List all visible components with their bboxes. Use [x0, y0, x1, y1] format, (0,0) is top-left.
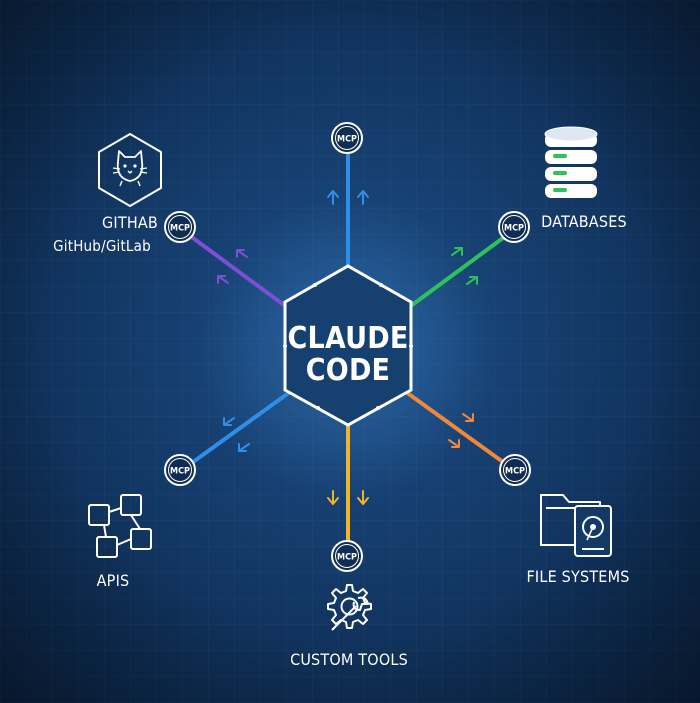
node-apis: APIS	[88, 494, 152, 590]
connector-file-systems	[404, 390, 505, 464]
connector-apis	[191, 390, 292, 464]
hub-hexagon	[283, 264, 413, 427]
mcp-badge-label: MCP	[504, 224, 524, 234]
mcp-badge-databases: MCP	[498, 211, 530, 243]
gear-wrench-icon	[327, 584, 372, 631]
arrow-up-left-icon	[217, 249, 248, 284]
mcp-badge-apis: MCP	[164, 454, 196, 486]
folder-drive-icon	[540, 494, 612, 557]
node-databases-label: DATABASES	[541, 212, 627, 231]
connector-databases	[406, 236, 505, 310]
claude-code-hub: CLAUDE CODE	[283, 264, 413, 427]
arrow-up-icon	[327, 190, 369, 205]
hub-tick-marks	[283, 283, 413, 410]
mcp-badge-label: MCP	[337, 135, 357, 145]
node-file-systems-label: FILE SYSTEMS	[526, 567, 629, 586]
database-icon	[544, 126, 598, 198]
arrow-down-left-icon	[223, 417, 250, 452]
node-custom-tools-label: CUSTOM TOOLS	[290, 650, 408, 669]
arrow-up-right-icon	[451, 247, 478, 285]
mcp-badge-label: MCP	[170, 224, 190, 234]
hub-title-line2: CODE	[306, 353, 390, 388]
mcp-badge-label: MCP	[337, 553, 357, 563]
arrow-down-icon	[327, 490, 369, 505]
mcp-badge-custom-tools: MCP	[331, 540, 363, 572]
mcp-badge-label: MCP	[505, 467, 525, 477]
node-github: GITHAB GitHub/GitLab	[53, 133, 162, 255]
node-file-systems: FILE SYSTEMS	[526, 494, 629, 586]
node-github-sublabel: GitHub/GitLab	[53, 237, 151, 255]
mcp-badge-label: MCP	[170, 467, 190, 477]
mcp-badges: MCP MCP MCP MCP MCP MCP	[164, 122, 531, 572]
node-custom-tools: CUSTOM TOOLS	[290, 584, 408, 669]
arrow-down-right-icon	[448, 413, 474, 448]
connectors	[191, 150, 505, 542]
cat-icon	[98, 133, 162, 207]
node-apis-label: APIS	[97, 571, 130, 590]
mcp-badge-file-systems: MCP	[499, 454, 531, 486]
hub-title-line1: CLAUDE	[288, 321, 409, 356]
node-github-label: GITHAB	[102, 213, 158, 232]
mcp-badge-github: MCP	[164, 211, 196, 243]
connector-github	[191, 236, 290, 310]
blocks-icon	[88, 494, 152, 558]
node-databases: DATABASES	[541, 126, 627, 231]
mcp-badge-top: MCP	[331, 122, 363, 154]
arrows	[217, 190, 478, 505]
